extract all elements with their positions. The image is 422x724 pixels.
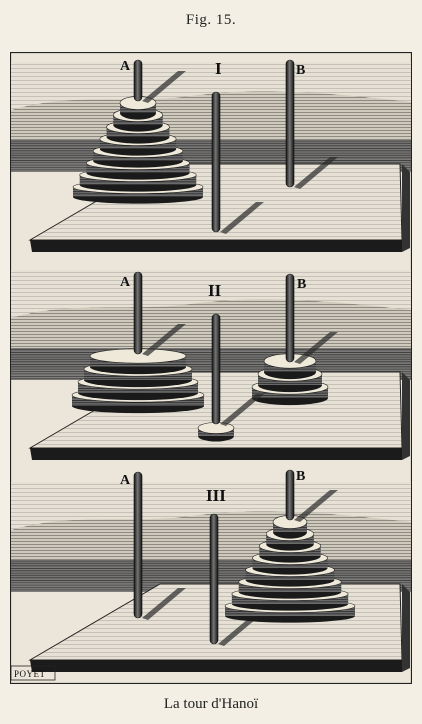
engraver-signature: POYET — [14, 669, 46, 679]
panel-one-peg-a-label: A — [120, 59, 131, 74]
panel-two-board-edge — [30, 448, 402, 460]
figure-caption: La tour d'Hanoï — [0, 696, 422, 713]
panel-two-peg-a — [134, 272, 142, 354]
panel-two-peg-a-label: A — [120, 275, 131, 290]
panel-three-peg-b-label: B — [296, 469, 305, 484]
panel-three-numeral: III — [206, 486, 226, 505]
panel-two-peg-b — [286, 274, 294, 362]
panel-one-board-side — [402, 164, 410, 252]
panel-two-peg-middle — [212, 314, 220, 424]
panel-one-peg-a — [134, 60, 142, 101]
panel-two-numeral: II — [208, 281, 222, 300]
panel-three-board-edge — [30, 660, 402, 672]
panel-three-peg-b — [286, 470, 294, 520]
panel-three-peg-a — [134, 472, 142, 618]
panel-two-board-side — [402, 372, 410, 460]
panel-three-peg-middle — [210, 514, 218, 644]
panel-two-peg-b-label: B — [297, 277, 306, 292]
panel-one-board-edge — [30, 240, 402, 252]
panel-three-peg-a-label: A — [120, 473, 131, 488]
panel-one-peg-middle — [212, 92, 220, 232]
panel-three-board-side — [402, 584, 410, 672]
engraving-plate: I A B II A B III A B POYET — [10, 52, 412, 684]
panel-one-peg-b — [286, 60, 294, 187]
figure-number: Fig. 15. — [0, 12, 422, 29]
panel-one-peg-b-label: B — [296, 63, 305, 78]
panel-one — [11, 60, 411, 252]
panel-one-numeral: I — [215, 59, 222, 78]
